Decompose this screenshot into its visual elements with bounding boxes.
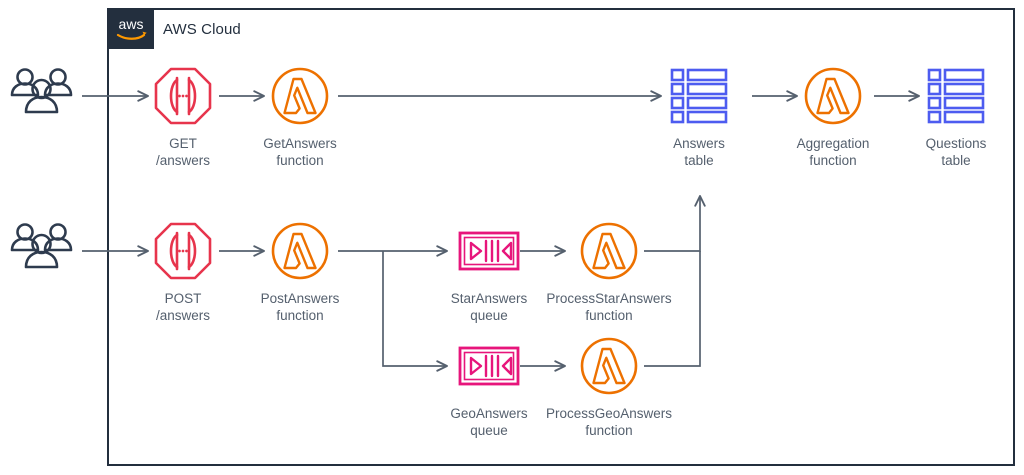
lambda-icon	[240, 65, 360, 127]
node-label: Aggregation function	[796, 136, 870, 168]
node-processstar-function[interactable]: ProcessStarAnswers function	[545, 220, 673, 324]
dynamodb-icon	[639, 65, 759, 127]
node-staranswers-queue[interactable]: StarAnswers queue	[429, 220, 549, 324]
api-gateway-icon	[123, 220, 243, 282]
node-getanswers-function[interactable]: GetAnswers function	[240, 65, 360, 169]
lambda-icon	[545, 220, 673, 282]
node-label: ProcessGeoAnswers function	[545, 406, 673, 438]
svg-text:aws: aws	[119, 16, 144, 32]
users-icon-bottom-group	[0, 221, 86, 278]
node-post-answers-api[interactable]: POST /answers	[123, 220, 243, 324]
edge-processgeo-to-answers-table	[644, 251, 701, 367]
api-gateway-icon	[123, 65, 243, 127]
aws-cloud-label: AWS Cloud	[163, 21, 241, 38]
node-questions-table[interactable]: Questions table	[896, 65, 1016, 169]
users-icon	[0, 221, 86, 278]
node-label: ProcessStarAnswers function	[546, 291, 672, 323]
node-label: GeoAnswers queue	[450, 406, 528, 438]
node-get-answers-api[interactable]: GET /answers	[123, 65, 243, 169]
node-label: GET /answers	[155, 136, 211, 168]
node-answers-table[interactable]: Answers table	[639, 65, 759, 169]
users-icon-top-group	[0, 66, 86, 123]
node-geoanswers-queue[interactable]: GeoAnswers queue	[429, 335, 549, 439]
node-label: GetAnswers function	[263, 136, 337, 168]
node-processgeo-function[interactable]: ProcessGeoAnswers function	[545, 335, 673, 439]
lambda-icon	[240, 220, 360, 282]
users-icon	[0, 66, 86, 123]
aws-logo-icon: aws	[108, 9, 154, 49]
edge-postanswers-to-geoanswers	[382, 251, 448, 372]
node-aggregation-function[interactable]: Aggregation function	[773, 65, 893, 169]
dynamodb-icon	[896, 65, 1016, 127]
node-label: POST /answers	[155, 291, 211, 323]
node-postanswers-function[interactable]: PostAnswers function	[240, 220, 360, 324]
lambda-icon	[773, 65, 893, 127]
sqs-queue-icon	[429, 335, 549, 397]
node-label: Answers table	[673, 136, 725, 168]
node-label: PostAnswers function	[260, 291, 340, 323]
lambda-icon	[545, 335, 673, 397]
node-label: Questions table	[925, 136, 987, 168]
aws-cloud-boundary	[107, 8, 1015, 466]
node-label: StarAnswers queue	[450, 291, 528, 323]
sqs-queue-icon	[429, 220, 549, 282]
